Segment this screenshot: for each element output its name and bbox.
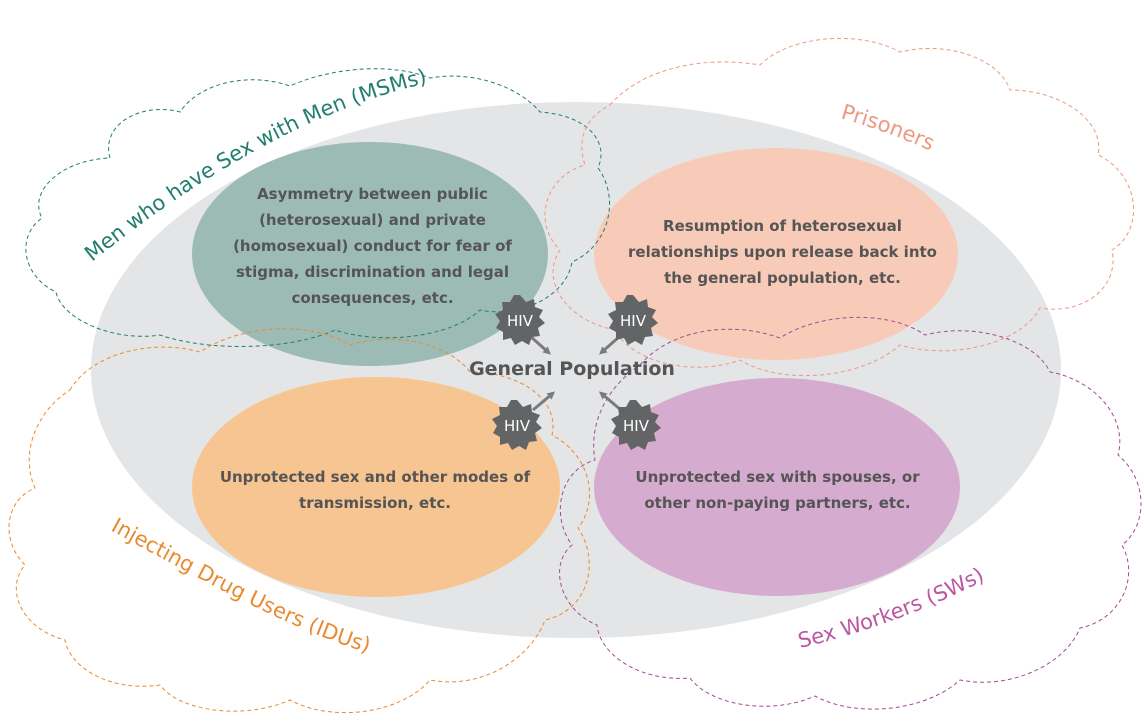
sw-description: Unprotected sex with spouses, or other n… [635, 468, 920, 512]
prisoners-title: Prisoners [839, 100, 939, 156]
prisoners-description: Resumption of heterosexual relationships… [628, 217, 937, 287]
prisoners-title-path: Prisoners [839, 100, 939, 156]
idu-region-oval [192, 377, 560, 597]
virus-icon [492, 400, 542, 450]
hiv-badge-idu: HIV [492, 400, 542, 450]
hiv-badge-prisoners: HIV [608, 295, 658, 345]
msm-cloud-outline [25, 68, 610, 347]
prisoners-cloud-outline [544, 37, 1135, 377]
idu-cloud-outline [8, 328, 590, 714]
hiv-badge-label: HIV [507, 312, 534, 330]
arrow-sw-to-population [598, 391, 622, 412]
hiv-badge-label: HIV [620, 312, 647, 330]
sw-cloud-outline [559, 316, 1142, 710]
virus-icon [495, 295, 545, 345]
hiv-badge-label: HIV [504, 417, 531, 435]
msm-description: Asymmetry between public (heterosexual) … [233, 185, 512, 307]
virus-icon [608, 295, 658, 345]
hiv-badge-msm: HIV [495, 295, 545, 345]
hiv-badge-sw: HIV [611, 400, 661, 450]
idu-description: Unprotected sex and other modes of trans… [219, 468, 531, 512]
hiv-badge-label: HIV [623, 417, 650, 435]
general-population-label: General Population [469, 358, 675, 380]
arrow-idu-to-population [532, 391, 556, 412]
virus-icon [611, 400, 661, 450]
sw-region-oval [594, 378, 960, 596]
arrow-msm-to-population [529, 334, 551, 355]
prisoners-region-oval [594, 148, 958, 360]
msm-region-oval [192, 142, 548, 366]
